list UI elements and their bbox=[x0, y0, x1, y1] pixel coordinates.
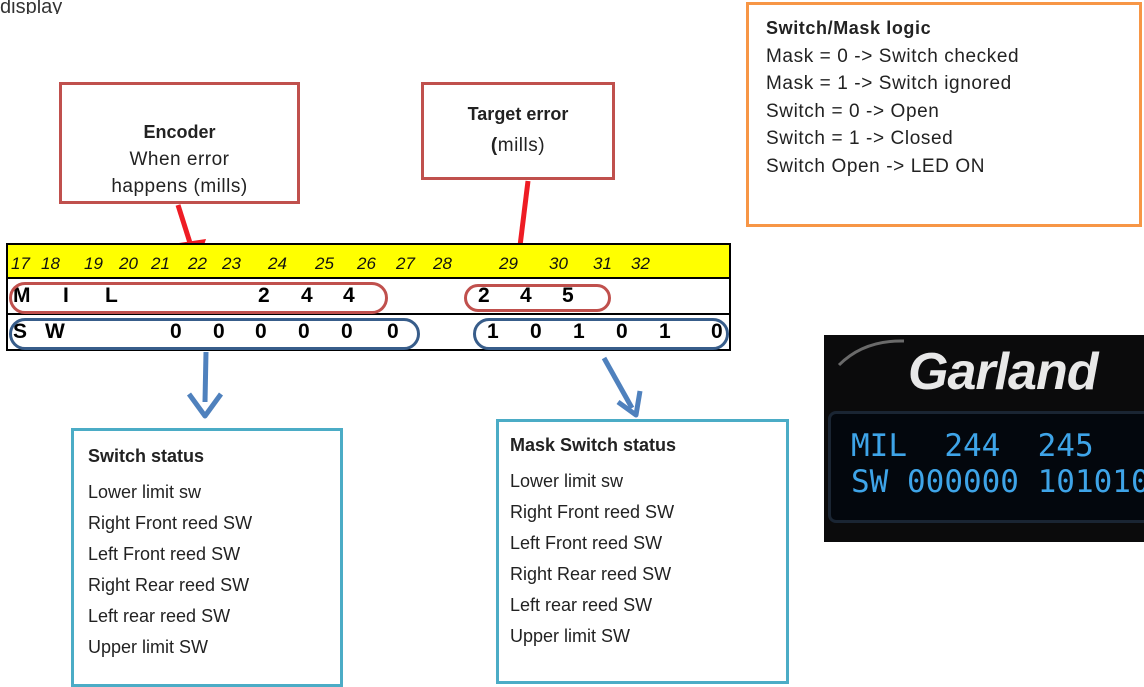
column-number: 26 bbox=[357, 254, 376, 273]
encoder-line-2: happens (mills) bbox=[111, 176, 248, 197]
mil-cell: 2 bbox=[258, 284, 270, 307]
sw-cell: 1 bbox=[659, 320, 671, 343]
switch-status-item: Right Rear reed SW bbox=[88, 575, 250, 595]
column-number: 23 bbox=[222, 254, 241, 273]
switch-status-item: Left Front reed SW bbox=[88, 544, 241, 564]
mask-switch-status-box: Mask Switch status Lower limit sw Right … bbox=[496, 419, 789, 684]
mask-status-item: Right Front reed SW bbox=[510, 502, 675, 522]
mil-cell: 5 bbox=[562, 284, 574, 307]
column-number: 28 bbox=[433, 254, 452, 273]
brand-swoosh bbox=[837, 339, 905, 367]
switch-status-arrow bbox=[186, 351, 224, 419]
mil-cell: L bbox=[105, 284, 118, 307]
sw-cell: W bbox=[45, 320, 65, 343]
lcd-line-1: MIL 244 245 bbox=[851, 428, 1094, 464]
switch-status-item: Right Front reed SW bbox=[88, 513, 253, 533]
switch-status-item: Upper limit SW bbox=[88, 637, 209, 657]
column-number: 19 bbox=[84, 254, 103, 273]
sw-cell: 0 bbox=[387, 320, 399, 343]
switch-value-oval bbox=[9, 318, 420, 350]
logic-line: Switch = 0 -> Open bbox=[766, 100, 940, 122]
logic-line: Mask = 1 -> Switch ignored bbox=[766, 73, 1012, 94]
lcd-display-photo: Garland MIL 244 245 SW 000000 101010 bbox=[824, 335, 1144, 542]
encoder-callout: Encoder When error happens (mills) bbox=[59, 82, 300, 204]
column-number: 20 bbox=[119, 254, 138, 273]
lcd-column-table: 17 18 19 20 21 22 23 24 25 26 27 28 29 3… bbox=[6, 243, 731, 351]
mil-cell: 4 bbox=[343, 284, 355, 307]
sw-cell: 0 bbox=[170, 320, 182, 343]
column-number: 22 bbox=[188, 254, 207, 273]
column-number-header: 17 18 19 20 21 22 23 24 25 26 27 28 29 3… bbox=[6, 243, 731, 279]
mask-value-oval bbox=[473, 318, 729, 350]
sw-cell: 0 bbox=[530, 320, 542, 343]
target-error-unit: mills) bbox=[497, 135, 546, 156]
column-number: 29 bbox=[499, 254, 518, 273]
target-error-callout: Target error (mills) bbox=[421, 82, 615, 180]
sw-cell: 0 bbox=[341, 320, 353, 343]
logic-title: Switch/Mask logic bbox=[766, 18, 932, 38]
sw-cell: 0 bbox=[298, 320, 310, 343]
mask-status-item: Left rear reed SW bbox=[510, 595, 653, 615]
mask-status-arrow bbox=[601, 356, 643, 418]
column-number: 32 bbox=[631, 254, 650, 273]
column-number: 21 bbox=[151, 254, 170, 273]
column-number: 18 bbox=[41, 254, 60, 273]
sw-cell: 0 bbox=[255, 320, 267, 343]
logic-line: Mask = 0 -> Switch checked bbox=[766, 45, 1020, 67]
logic-line: Switch Open -> LED ON bbox=[766, 155, 986, 177]
switch-mask-logic-box: Switch/Mask logic Mask = 0 -> Switch che… bbox=[746, 2, 1142, 227]
mil-cell: 4 bbox=[520, 284, 532, 307]
sw-cell: 0 bbox=[213, 320, 225, 343]
mil-cell: I bbox=[63, 284, 69, 307]
column-number: 25 bbox=[315, 254, 334, 273]
switch-status-item: Lower limit sw bbox=[88, 482, 202, 502]
target-error-paren: ( bbox=[490, 135, 498, 156]
encoder-line-1: When error bbox=[129, 149, 230, 170]
mil-cell: 4 bbox=[301, 284, 313, 307]
mask-status-title: Mask Switch status bbox=[510, 435, 677, 455]
clipped-top-text: display bbox=[0, 0, 63, 14]
mask-status-item: Left Front reed SW bbox=[510, 533, 663, 553]
lcd-line-2: SW 000000 101010 bbox=[851, 464, 1144, 500]
column-number: 17 bbox=[11, 254, 30, 273]
target-value-oval bbox=[464, 284, 611, 312]
encoder-title: Encoder bbox=[143, 122, 216, 142]
garland-logo: Garland bbox=[908, 343, 1098, 401]
sw-cell: 1 bbox=[573, 320, 585, 343]
column-number: 27 bbox=[396, 254, 415, 273]
mil-cell: 2 bbox=[478, 284, 490, 307]
encoder-value-oval bbox=[9, 282, 388, 314]
switch-status-box: Switch status Lower limit sw Right Front… bbox=[71, 428, 343, 687]
sw-cell: 0 bbox=[616, 320, 628, 343]
switch-status-title: Switch status bbox=[88, 446, 205, 466]
mask-status-item: Right Rear reed SW bbox=[510, 564, 672, 584]
mask-status-item: Upper limit SW bbox=[510, 626, 631, 646]
column-number: 31 bbox=[593, 254, 612, 273]
column-number: 24 bbox=[268, 254, 287, 273]
lcd-screen: MIL 244 245 SW 000000 101010 bbox=[828, 411, 1144, 523]
sw-cell: 1 bbox=[487, 320, 499, 343]
mask-status-item: Lower limit sw bbox=[510, 471, 624, 491]
column-number: 30 bbox=[549, 254, 568, 273]
target-error-title: Target error bbox=[467, 104, 569, 124]
switch-status-item: Left rear reed SW bbox=[88, 606, 231, 626]
logic-line: Switch = 1 -> Closed bbox=[766, 128, 954, 149]
